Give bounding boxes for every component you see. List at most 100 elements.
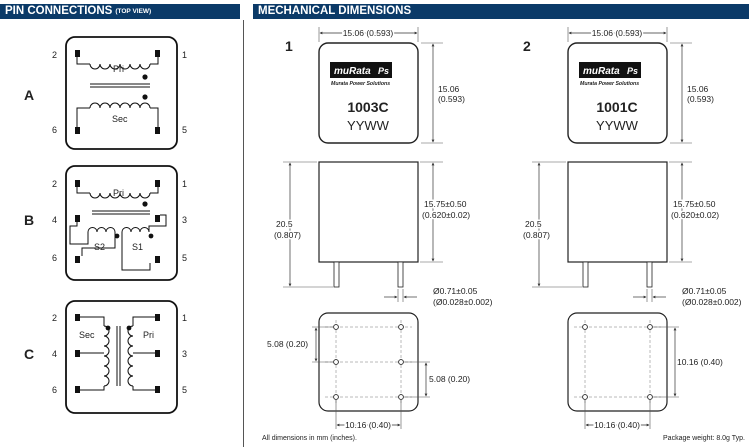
extension-lines [283,161,443,302]
pin-connections-header: PIN CONNECTIONS(TOP VIEW) [0,4,240,19]
dim-pitch-1016-right: 10.16 (0.40) [677,357,723,367]
windings-b [69,187,167,271]
dim-total-height-in: (0.807) [274,230,301,240]
polarity-dot [142,94,148,100]
package-outline-a [65,36,178,150]
dim-depth-mm: 15.06 [687,84,709,94]
package-outline-b [65,165,178,281]
pin-label: 1 [182,179,187,189]
dim-depth-mm: 15.06 [438,84,460,94]
pin-label: 2 [52,50,57,60]
pin-holes [582,324,653,400]
dim-pin-diameter-in: (Ø0.028±0.002) [433,297,493,307]
dim-pin-diameter-mm: Ø0.71±0.05 [433,286,478,296]
variant-number-2: 2 [523,38,531,54]
winding-label: Pri [143,330,154,340]
dim-total-height-mm: 20.5 [525,219,542,229]
pin-label: 5 [182,253,187,263]
side-view-body [567,161,668,263]
brand-subtitle: Murata Power Solutions [580,81,639,87]
pin-diagram-c: C 2 1 4 3 6 5 Sec Pri [24,300,187,414]
polarity-dot [142,201,148,207]
extension-lines [318,27,443,144]
mechanical-dimensions-header: MECHANICAL DIMENSIONS [253,4,749,19]
pin-label: 4 [52,215,57,225]
variant-letter-c: C [24,346,34,362]
dim-body-height-mm: 15.75±0.50 [673,199,716,209]
dim-depth-in: (0.593) [438,94,465,104]
dim-pitch-508-right: 5.08 (0.20) [429,374,470,384]
dim-pitch-1016-bottom: 10.16 (0.40) [594,420,640,430]
part-number: 1003C [347,99,388,115]
polarity-dot [114,233,120,239]
dim-total-height-mm: 20.5 [276,219,293,229]
mechanical-variant-2: 2 15.06 (0.593) 15.06 (0.593) muRata Ps … [522,27,742,432]
pin-lead [646,261,653,288]
pin-label: 3 [182,349,187,359]
footer-units-note: All dimensions in mm (inches). [262,435,357,442]
brand-subtitle: Murata Power Solutions [331,81,390,87]
pin-lead [333,261,340,288]
polarity-dot [142,74,148,80]
brand-ps: Ps [627,66,638,76]
pin-label: 1 [182,313,187,323]
winding-label: Sec [79,330,95,340]
dim-total-height-in: (0.807) [523,230,550,240]
mechanical-variant-1: 1 15.06 (0.593) 15.06 (0.593) muRata Ps … [267,27,493,432]
pin-label: 6 [52,385,57,395]
winding-label: S1 [132,242,143,252]
pin-pads-c [75,314,160,393]
windings-a [76,57,159,127]
variant-letter-a: A [24,87,34,103]
pin-pads-b [75,180,160,263]
part-number: 1001C [596,99,637,115]
column-divider [243,20,244,447]
dim-body-height-mm: 15.75±0.50 [424,199,467,209]
mechanical-dimensions-title: MECHANICAL DIMENSIONS [258,5,412,17]
variant-number-1: 1 [285,38,293,54]
extension-lines [584,326,679,429]
variant-letter-b: B [24,212,34,228]
dim-width: 15.06 (0.593) [343,28,394,38]
polarity-dot [105,325,111,331]
extension-lines [532,161,692,302]
side-view-body [318,161,419,263]
pin-label: 2 [52,179,57,189]
brand-logo [579,62,641,78]
dim-pin-diameter-in: (Ø0.028±0.002) [682,297,742,307]
top-view-note: (TOP VIEW) [115,8,152,15]
winding-label: S2 [94,242,105,252]
extension-lines [312,326,430,429]
windings-c [80,316,155,391]
brand-logo [330,62,392,78]
polarity-dot [126,325,132,331]
pin-label: 4 [52,349,57,359]
brand-name: muRata [583,66,620,77]
winding-label: Sec [112,114,128,124]
pin-label: 6 [52,125,57,135]
date-code: YYWW [596,118,639,133]
dim-pitch-1016-bottom: 10.16 (0.40) [345,420,391,430]
pin-holes [333,324,404,400]
pin-label: 3 [182,215,187,225]
polarity-dot [148,233,154,239]
pin-grid [574,320,661,405]
footer-weight-note: Package weight: 8.0g Typ. [663,435,745,442]
pin-lead [582,261,589,288]
date-code: YYWW [347,118,390,133]
package-outline-c [65,300,178,414]
dim-body-height-in: (0.620±0.02) [671,210,719,220]
pin-pads-a [75,50,160,134]
brand-ps: Ps [378,66,389,76]
extension-lines [567,27,692,144]
pin-label: 1 [182,50,187,60]
pin-label: 5 [182,125,187,135]
pin-diagram-a: A 2 1 6 5 Pri Sec [24,36,187,150]
dim-pitch-508-left: 5.08 (0.20) [267,339,308,349]
dim-body-height-in: (0.620±0.02) [422,210,470,220]
bottom-view-outline [567,312,668,412]
pin-lead [397,261,404,288]
pin-label: 5 [182,385,187,395]
dim-depth-in: (0.593) [687,94,714,104]
